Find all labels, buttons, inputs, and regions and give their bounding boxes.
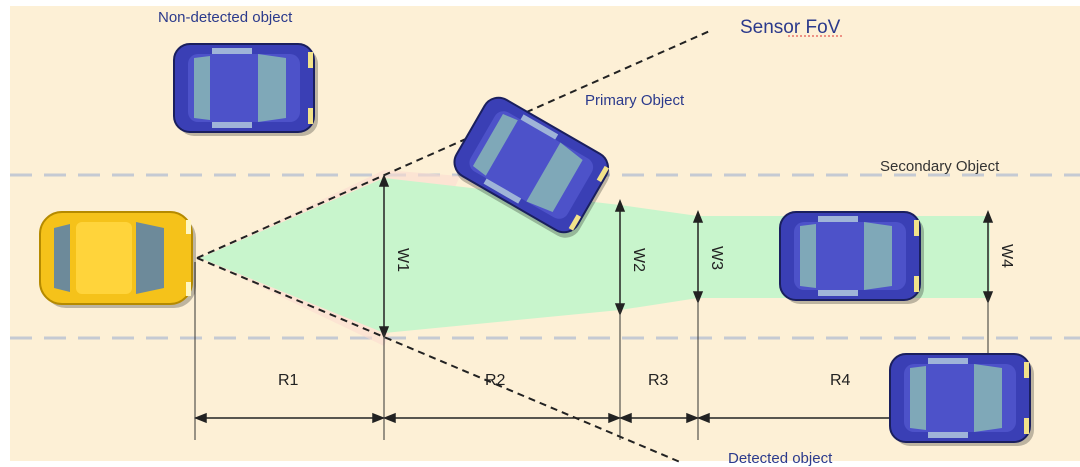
fov-line-lower: [196, 257, 681, 463]
r2-label: R2: [485, 372, 506, 389]
w3-label: W3: [708, 246, 725, 270]
secondary-object-car: [779, 211, 925, 305]
non-detected-car: [173, 43, 319, 137]
r1-label: R1: [278, 372, 299, 389]
ego-car: [39, 211, 196, 308]
secondary-object-label: Secondary Object: [880, 158, 1000, 175]
w2-label: W2: [630, 248, 647, 272]
sensor-fov-label: Sensor FoV: [740, 17, 841, 38]
w1-label: W1: [394, 248, 411, 272]
w4-label: W4: [998, 244, 1015, 268]
r4-label: R4: [830, 372, 851, 389]
detected-object-label: Detected object: [728, 450, 833, 467]
r3-label: R3: [648, 372, 669, 389]
detected-object-car: [889, 353, 1035, 447]
fov-line-upper: [196, 29, 713, 259]
primary-object-label: Primary Object: [585, 92, 685, 109]
non-detected-label: Non-detected object: [158, 9, 293, 26]
